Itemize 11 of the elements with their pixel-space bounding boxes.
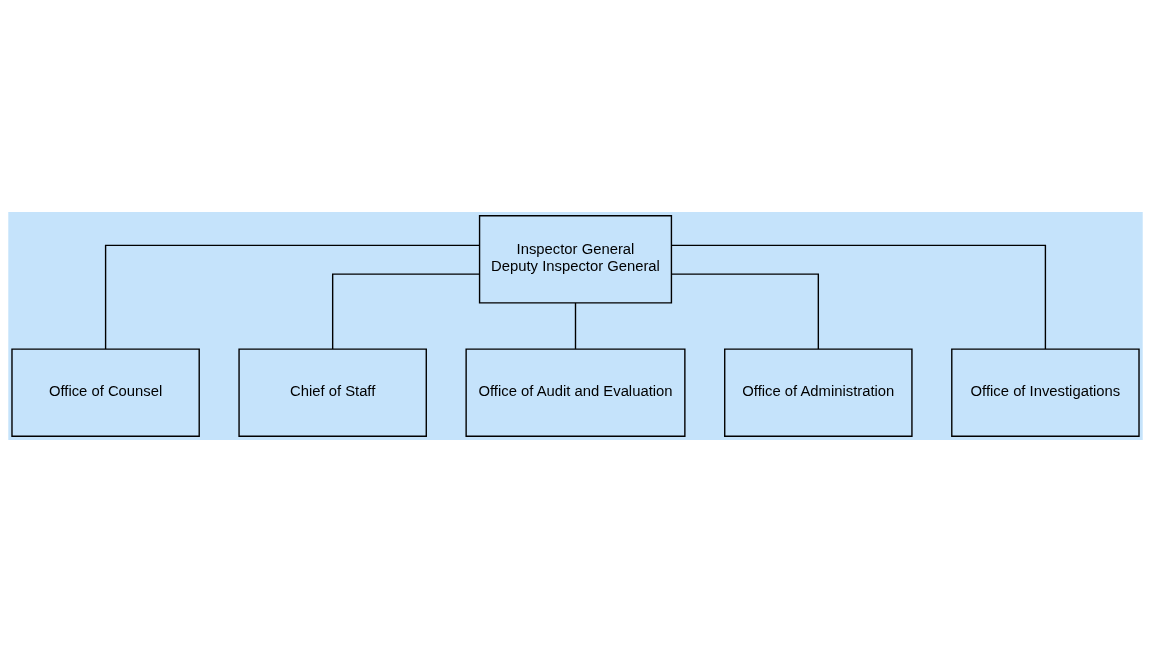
node-box: Office of Administration [724, 347, 913, 437]
node-box: Office of Investigations [951, 347, 1140, 437]
connector [670, 272, 820, 350]
node-box: Office of Audit and Evaluation [465, 347, 686, 437]
connector [670, 244, 1047, 350]
node-box: Office of Counsel [11, 347, 200, 437]
connector [574, 301, 577, 350]
connector [104, 244, 481, 350]
connector [331, 272, 481, 350]
node-box: Inspector General Deputy Inspector General [478, 214, 673, 304]
node-box: Chief of Staff [238, 347, 427, 437]
